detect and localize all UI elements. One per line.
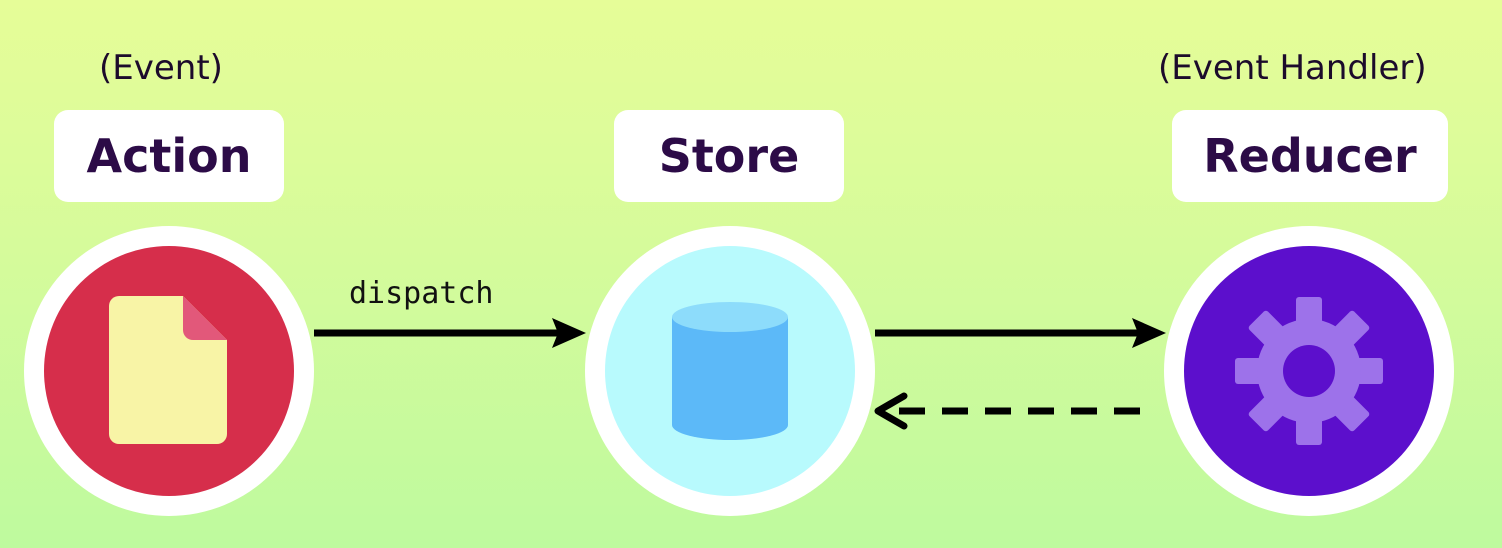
document-fold bbox=[183, 296, 227, 340]
cylinder-top bbox=[672, 302, 788, 332]
gear-icon bbox=[1235, 297, 1383, 445]
edge-reducer-to-store-dashed bbox=[874, 392, 1140, 430]
action-node-fill bbox=[44, 246, 294, 496]
database-cylinder-icon bbox=[672, 302, 788, 440]
edge-store-to-reducer bbox=[875, 318, 1166, 348]
reducer-node-fill bbox=[1184, 246, 1434, 496]
reducer-node bbox=[1164, 226, 1454, 516]
action-label: Action bbox=[86, 129, 252, 183]
dispatch-edge-label: dispatch bbox=[349, 276, 494, 311]
edge-action-to-store bbox=[314, 318, 586, 348]
store-label: Store bbox=[658, 129, 800, 183]
arrowhead bbox=[1132, 318, 1166, 348]
open-arrowhead bbox=[874, 392, 908, 430]
action-caption: (Event) bbox=[99, 48, 223, 88]
reducer-label-card: Reducer bbox=[1172, 110, 1448, 202]
cylinder-body bbox=[672, 317, 788, 440]
document-icon bbox=[109, 296, 227, 444]
reducer-label: Reducer bbox=[1203, 129, 1417, 183]
action-node bbox=[24, 226, 314, 516]
reducer-caption: (Event Handler) bbox=[1158, 48, 1427, 88]
gear-hole bbox=[1283, 345, 1335, 397]
store-label-card: Store bbox=[614, 110, 844, 202]
arrowhead bbox=[552, 318, 586, 348]
action-label-card: Action bbox=[54, 110, 284, 202]
store-node-fill bbox=[605, 246, 855, 496]
store-node bbox=[585, 226, 875, 516]
